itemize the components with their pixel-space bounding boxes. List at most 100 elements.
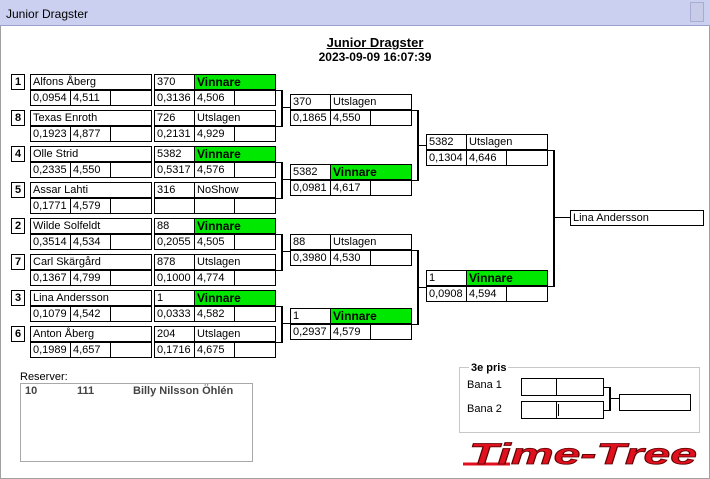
empty-field[interactable]: [370, 324, 412, 340]
lane-number[interactable]: 204: [154, 326, 195, 342]
elapsed-time[interactable]: 4,657: [70, 342, 111, 358]
driver-name[interactable]: Lina Andersson: [30, 290, 152, 306]
empty-field[interactable]: [370, 110, 412, 126]
lane-2-field-b[interactable]: [556, 401, 604, 419]
lane-number[interactable]: 88: [154, 218, 195, 234]
speed-value[interactable]: 4,505: [194, 234, 235, 250]
empty-field[interactable]: [110, 270, 152, 286]
speed-value[interactable]: 4,582: [194, 306, 235, 322]
driver-name[interactable]: Assar Lahti: [30, 182, 152, 198]
result-status[interactable]: NoShow: [194, 182, 276, 198]
empty-field[interactable]: [234, 270, 276, 286]
empty-field[interactable]: [506, 150, 548, 166]
reserves-list[interactable]: 10 111 Billy Nilsson Öhlén: [20, 383, 253, 462]
elapsed-time[interactable]: 4,542: [70, 306, 111, 322]
lane-number[interactable]: 1: [426, 270, 467, 286]
time-value[interactable]: 0,1716: [154, 342, 195, 358]
elapsed-time[interactable]: 4,579: [70, 198, 111, 214]
lane-number[interactable]: 5382: [154, 146, 195, 162]
time-value[interactable]: 0,1865: [290, 110, 331, 126]
time-value[interactable]: 0,2055: [154, 234, 195, 250]
lane-number[interactable]: 5382: [290, 164, 331, 180]
reaction-time[interactable]: 0,1079: [30, 306, 71, 322]
speed-value[interactable]: 4,530: [330, 250, 371, 266]
empty-field[interactable]: [234, 234, 276, 250]
empty-field[interactable]: [110, 342, 152, 358]
time-value[interactable]: [154, 198, 195, 214]
lane-1-field-b[interactable]: [556, 378, 604, 396]
empty-field[interactable]: [110, 198, 152, 214]
reaction-time[interactable]: 0,2335: [30, 162, 71, 178]
empty-field[interactable]: [234, 90, 276, 106]
time-value[interactable]: 0,3136: [154, 90, 195, 106]
result-status[interactable]: Utslagen: [330, 94, 412, 110]
empty-field[interactable]: [110, 162, 152, 178]
time-value[interactable]: 0,0981: [290, 180, 331, 196]
time-value[interactable]: 0,2937: [290, 324, 331, 340]
speed-value[interactable]: 4,646: [466, 150, 507, 166]
elapsed-time[interactable]: 4,534: [70, 234, 111, 250]
time-value[interactable]: 0,5317: [154, 162, 195, 178]
speed-value[interactable]: 4,550: [330, 110, 371, 126]
speed-value[interactable]: 4,579: [330, 324, 371, 340]
empty-field[interactable]: [234, 198, 276, 214]
reaction-time[interactable]: 0,1989: [30, 342, 71, 358]
time-value[interactable]: 0,0333: [154, 306, 195, 322]
elapsed-time[interactable]: 4,799: [70, 270, 111, 286]
window-control-button[interactable]: [690, 2, 704, 22]
speed-value[interactable]: 4,506: [194, 90, 235, 106]
reaction-time[interactable]: 0,0954: [30, 90, 71, 106]
result-status[interactable]: Utslagen: [194, 254, 276, 270]
speed-value[interactable]: [194, 198, 235, 214]
third-prize-result[interactable]: [619, 394, 691, 411]
winner-status[interactable]: Vinnare: [194, 218, 276, 234]
final-winner[interactable]: Lina Andersson: [570, 210, 704, 226]
reaction-time[interactable]: 0,3514: [30, 234, 71, 250]
speed-value[interactable]: 4,576: [194, 162, 235, 178]
empty-field[interactable]: [234, 126, 276, 142]
empty-field[interactable]: [234, 162, 276, 178]
result-status[interactable]: Utslagen: [194, 110, 276, 126]
empty-field[interactable]: [110, 306, 152, 322]
lane-number[interactable]: 370: [290, 94, 331, 110]
result-status[interactable]: Utslagen: [194, 326, 276, 342]
time-value[interactable]: 0,0908: [426, 286, 467, 302]
speed-value[interactable]: 4,617: [330, 180, 371, 196]
empty-field[interactable]: [234, 342, 276, 358]
lane-number[interactable]: 370: [154, 74, 195, 90]
time-value[interactable]: 0,3980: [290, 250, 331, 266]
speed-value[interactable]: 4,929: [194, 126, 235, 142]
time-value[interactable]: 0,1304: [426, 150, 467, 166]
speed-value[interactable]: 4,675: [194, 342, 235, 358]
winner-status[interactable]: Vinnare: [330, 164, 412, 180]
lane-number[interactable]: 316: [154, 182, 195, 198]
lane-number[interactable]: 88: [290, 234, 331, 250]
winner-status[interactable]: Vinnare: [194, 146, 276, 162]
reaction-time[interactable]: 0,1367: [30, 270, 71, 286]
winner-status[interactable]: Vinnare: [466, 270, 548, 286]
lane-number[interactable]: 5382: [426, 134, 467, 150]
result-status[interactable]: Utslagen: [466, 134, 548, 150]
driver-name[interactable]: Texas Enroth: [30, 110, 152, 126]
winner-status[interactable]: Vinnare: [194, 74, 276, 90]
empty-field[interactable]: [234, 306, 276, 322]
lane-2-field-a[interactable]: [521, 401, 557, 419]
lane-1-field-a[interactable]: [521, 378, 557, 396]
elapsed-time[interactable]: 4,511: [70, 90, 111, 106]
empty-field[interactable]: [370, 250, 412, 266]
empty-field[interactable]: [110, 90, 152, 106]
driver-name[interactable]: Wilde Solfeldt: [30, 218, 152, 234]
driver-name[interactable]: Olle Strid: [30, 146, 152, 162]
driver-name[interactable]: Carl Skärgård: [30, 254, 152, 270]
winner-status[interactable]: Vinnare: [194, 290, 276, 306]
empty-field[interactable]: [370, 180, 412, 196]
lane-number[interactable]: 1: [290, 308, 331, 324]
reaction-time[interactable]: 0,1771: [30, 198, 71, 214]
reaction-time[interactable]: 0,1923: [30, 126, 71, 142]
empty-field[interactable]: [110, 234, 152, 250]
speed-value[interactable]: 4,774: [194, 270, 235, 286]
empty-field[interactable]: [506, 286, 548, 302]
driver-name[interactable]: Anton Åberg: [30, 326, 152, 342]
time-value[interactable]: 0,1000: [154, 270, 195, 286]
driver-name[interactable]: Alfons Åberg: [30, 74, 152, 90]
